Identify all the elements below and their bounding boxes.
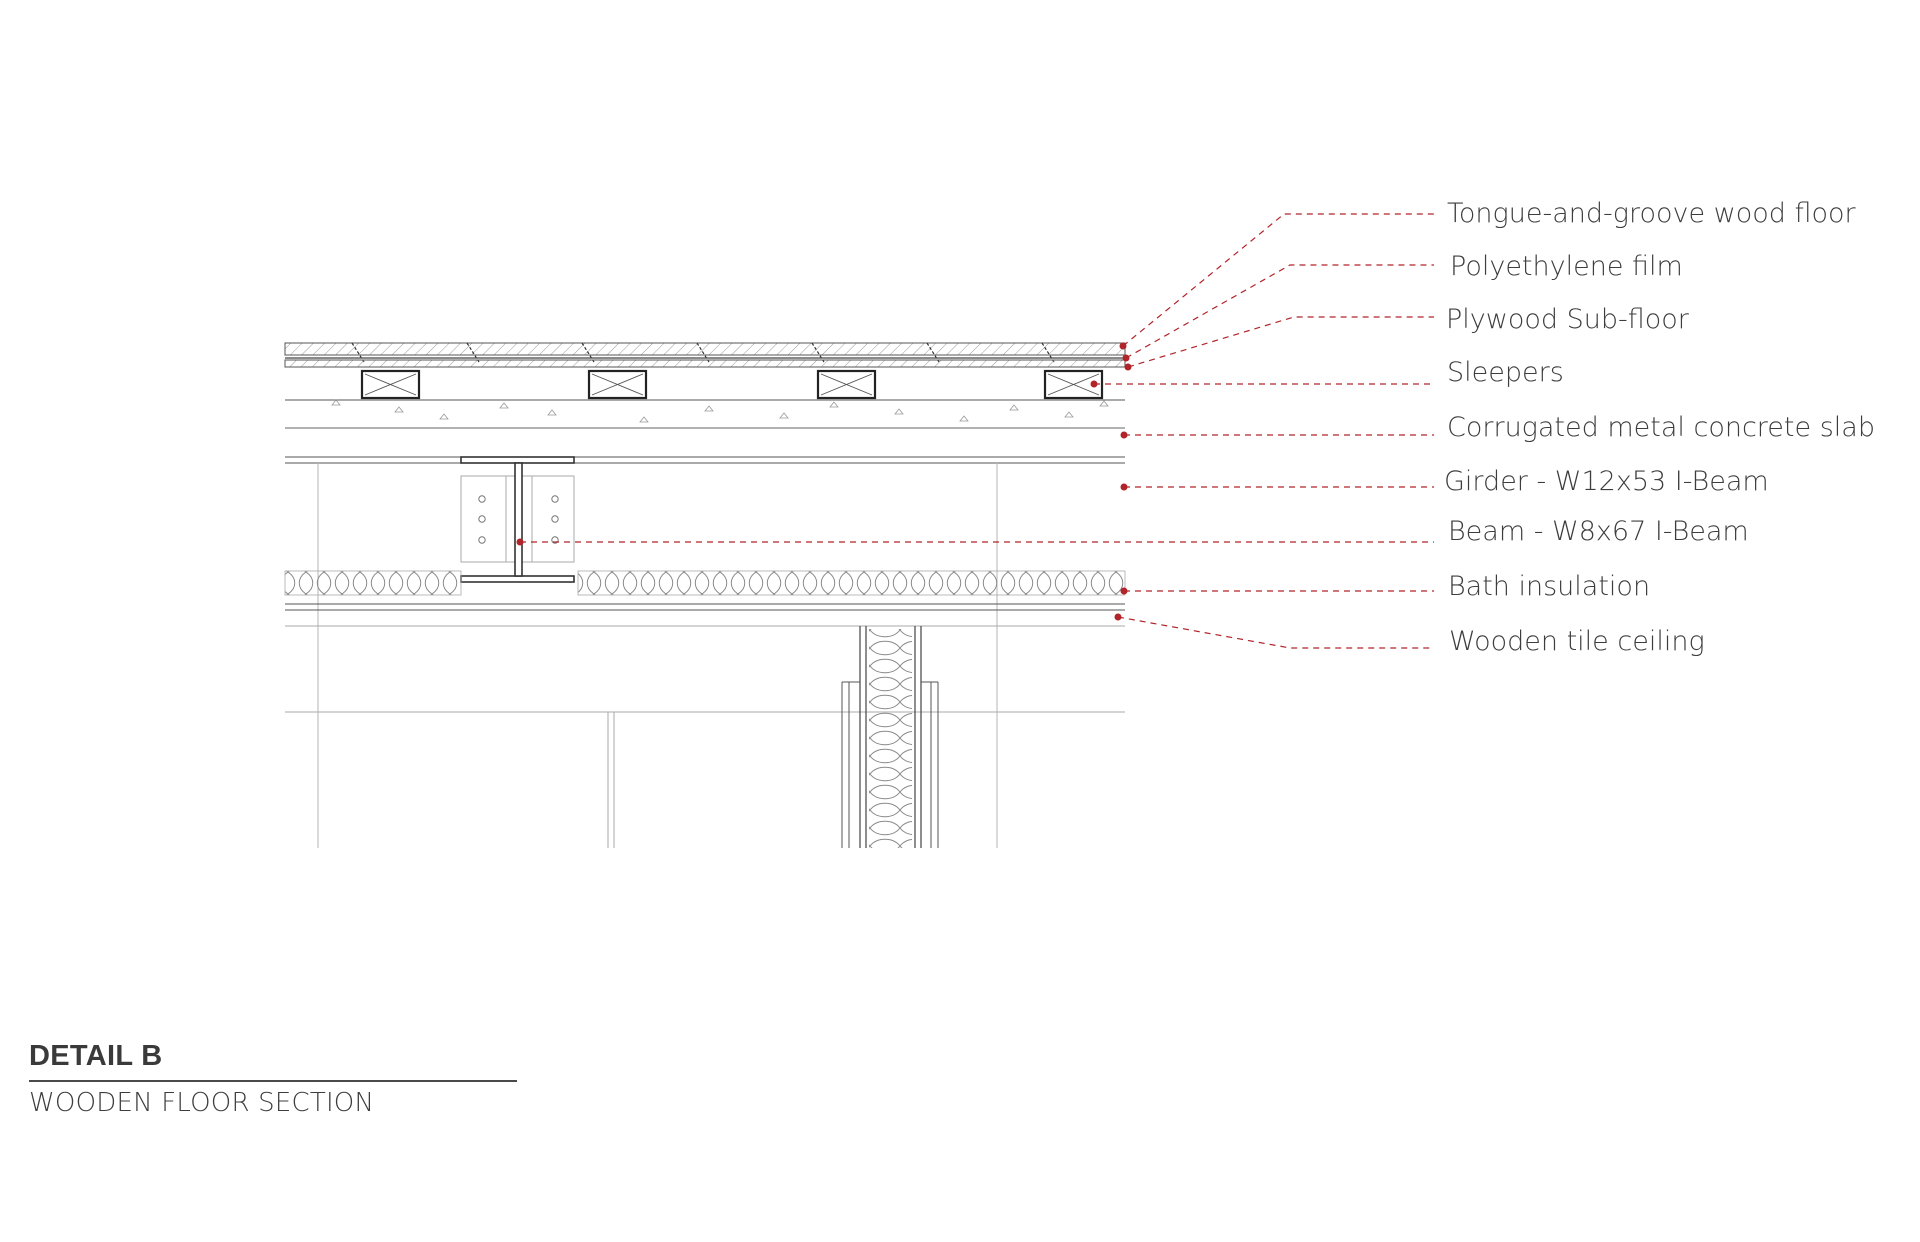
plywood-layer bbox=[284, 359, 1126, 368]
leader-insulation bbox=[1120, 587, 1434, 595]
leader-plywood bbox=[1124, 316, 1434, 371]
girder-zone-lines bbox=[285, 456, 1125, 848]
detail-subtitle: WOODEN FLOOR SECTION bbox=[29, 1088, 375, 1118]
leader-dot bbox=[1120, 431, 1128, 439]
nail-mark bbox=[1041, 342, 1055, 363]
nail-mark bbox=[696, 342, 710, 363]
concrete-slab bbox=[285, 399, 1125, 429]
leader-girder bbox=[1120, 483, 1434, 491]
callout-label-ceiling: Wooden tile ceiling bbox=[1449, 626, 1705, 657]
walls-below bbox=[285, 711, 1125, 848]
callout-label-wood-floor: Tongue-and-groove wood floor bbox=[1447, 198, 1856, 229]
callout-label-slab: Corrugated metal concrete slab bbox=[1447, 412, 1875, 443]
leader-beam bbox=[516, 538, 1434, 546]
leader-dot bbox=[1120, 587, 1128, 595]
title-block: DETAIL B WOODEN FLOOR SECTION bbox=[29, 1042, 517, 1116]
detail-title: DETAIL B bbox=[29, 1040, 163, 1072]
wood-floor-layer bbox=[284, 342, 1126, 363]
sleepers-group bbox=[360, 369, 1104, 400]
callout-label-beam: Beam - W8x67 I-Beam bbox=[1448, 516, 1749, 547]
leader-wood-floor bbox=[1119, 213, 1434, 350]
sleeper bbox=[360, 369, 421, 400]
nail-marks bbox=[351, 342, 1055, 363]
callout-leaders bbox=[516, 213, 1434, 649]
callout-label-plywood: Plywood Sub-floor bbox=[1446, 304, 1689, 335]
wooden-ceiling bbox=[285, 603, 1125, 627]
leader-poly-film bbox=[1122, 264, 1434, 362]
nail-mark bbox=[811, 342, 825, 363]
partition-wall bbox=[841, 626, 939, 848]
leader-dot bbox=[1114, 613, 1122, 621]
leader-dot bbox=[1090, 380, 1098, 388]
title-underline bbox=[29, 1080, 517, 1082]
callout-label-insulation: Bath insulation bbox=[1448, 571, 1651, 602]
nail-mark bbox=[351, 342, 365, 363]
callout-label-girder: Girder - W12x53 I-Beam bbox=[1444, 466, 1769, 497]
nail-mark bbox=[581, 342, 595, 363]
leader-dot bbox=[1120, 483, 1128, 491]
leader-dot bbox=[516, 538, 524, 546]
i-beam-section bbox=[460, 456, 575, 583]
leader-dot bbox=[1119, 342, 1127, 350]
sleeper bbox=[587, 369, 648, 400]
leader-sleepers bbox=[1090, 380, 1434, 388]
nail-mark bbox=[926, 342, 940, 363]
nail-mark bbox=[466, 342, 480, 363]
leader-dot bbox=[1122, 354, 1130, 362]
callout-label-sleepers: Sleepers bbox=[1447, 357, 1564, 388]
leader-dot bbox=[1124, 363, 1132, 371]
leader-ceiling bbox=[1114, 613, 1434, 649]
batt-insulation bbox=[284, 570, 1126, 596]
sleeper bbox=[816, 369, 877, 400]
leader-slab bbox=[1120, 431, 1434, 439]
callout-label-poly-film: Polyethylene film bbox=[1450, 251, 1683, 282]
